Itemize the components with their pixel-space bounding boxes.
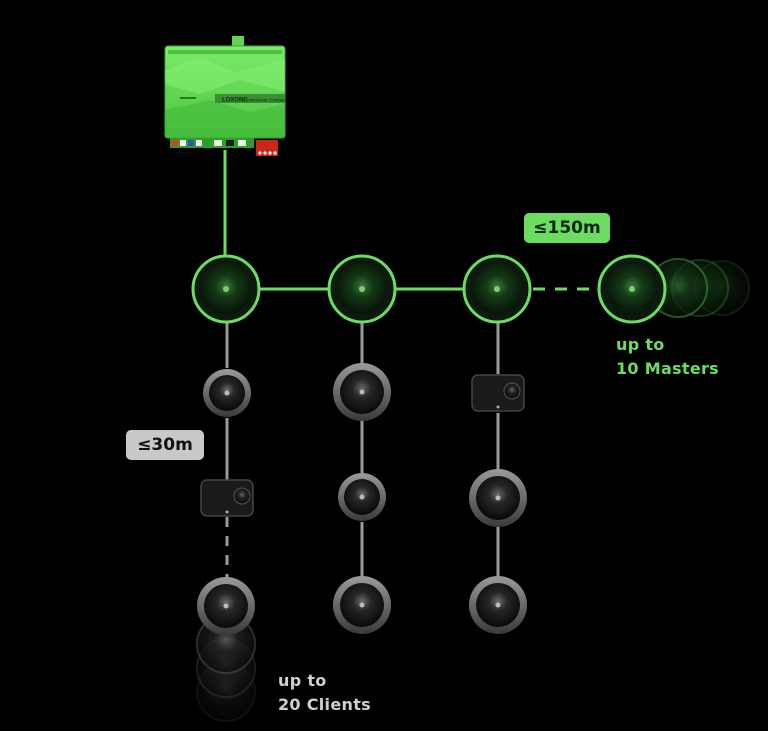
client-speaker bbox=[197, 577, 255, 635]
master-speaker-4 bbox=[597, 254, 667, 324]
miniserver-device: LOXONE Miniserver Compact bbox=[164, 36, 288, 156]
client-speaker bbox=[333, 363, 391, 421]
controller-model: Miniserver Compact bbox=[247, 98, 288, 103]
client-speaker bbox=[469, 576, 527, 634]
client-box-speaker bbox=[471, 374, 525, 412]
master-distance-badge: ≤150m bbox=[524, 213, 610, 243]
master-speaker-2 bbox=[327, 254, 397, 324]
masters-limit-note: up to 10 Masters bbox=[616, 333, 719, 381]
master-speaker-3 bbox=[462, 254, 532, 324]
clients-note-line2: 20 Clients bbox=[278, 695, 371, 714]
client-distance-badge: ≤30m bbox=[126, 430, 204, 460]
client-speaker bbox=[469, 469, 527, 527]
client-stack bbox=[196, 614, 256, 722]
clients-limit-note: up to 20 Clients bbox=[278, 669, 371, 717]
client-box-speaker bbox=[200, 479, 254, 517]
master-speaker-1 bbox=[191, 254, 261, 324]
client-speaker bbox=[203, 369, 251, 417]
controller-brand: LOXONE bbox=[222, 98, 247, 104]
client-speaker bbox=[338, 473, 386, 521]
masters-note-line1: up to bbox=[616, 335, 665, 354]
masters-note-line2: 10 Masters bbox=[616, 359, 719, 378]
connection-lines bbox=[223, 150, 600, 578]
client-speaker bbox=[333, 576, 391, 634]
clients-note-line1: up to bbox=[278, 671, 327, 690]
